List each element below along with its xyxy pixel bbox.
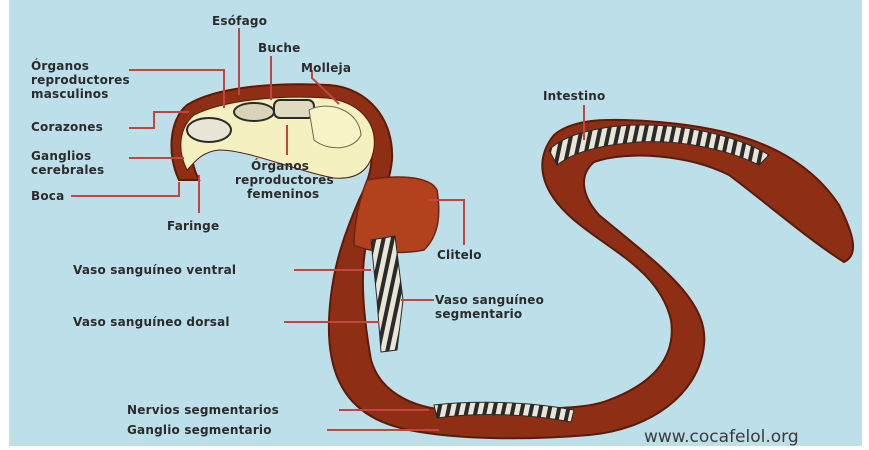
worm-body bbox=[171, 84, 853, 438]
label-nervios-segmentarios: Nervios segmentarios bbox=[127, 403, 279, 417]
label-faringe: Faringe bbox=[167, 219, 219, 233]
label-buche: Buche bbox=[258, 41, 300, 55]
leader-boca bbox=[71, 182, 179, 196]
label-vaso-dorsal: Vaso sanguíneo dorsal bbox=[73, 315, 230, 329]
label-corazones: Corazones bbox=[31, 120, 103, 134]
label-vaso-segmentario-1: Vaso sanguíneo bbox=[435, 293, 544, 307]
label-molleja: Molleja bbox=[301, 61, 351, 75]
labels: Esófago Buche Molleja Órganos reproducto… bbox=[31, 14, 605, 437]
label-organos-femeninos-3: femeninos bbox=[247, 187, 319, 201]
crop-organ bbox=[274, 100, 314, 118]
vessel-segments bbox=[371, 236, 403, 352]
label-clitelo: Clitelo bbox=[437, 248, 482, 262]
watermark: www.cocafelol.org bbox=[644, 427, 799, 446]
earthworm-anatomy-diagram: Esófago Buche Molleja Órganos reproducto… bbox=[9, 0, 862, 446]
label-vaso-ventral: Vaso sanguíneo ventral bbox=[73, 263, 236, 277]
label-organos-masculinos-2: reproductores bbox=[31, 73, 130, 87]
clitellum bbox=[354, 177, 439, 252]
label-esofago: Esófago bbox=[212, 14, 267, 28]
label-organos-masculinos-1: Órganos bbox=[31, 58, 89, 73]
heart-organ bbox=[187, 118, 231, 142]
label-ganglio-segmentario: Ganglio segmentario bbox=[127, 423, 272, 437]
diagram-frame: Esófago Buche Molleja Órganos reproducto… bbox=[9, 0, 862, 446]
label-organos-masculinos-3: masculinos bbox=[31, 87, 109, 101]
label-ganglios-2: cerebrales bbox=[31, 163, 104, 177]
label-vaso-segmentario-2: segmentario bbox=[435, 307, 522, 321]
label-organos-femeninos-2: reproductores bbox=[235, 173, 334, 187]
label-ganglios-1: Ganglios bbox=[31, 149, 91, 163]
label-intestino: Intestino bbox=[543, 89, 605, 103]
label-organos-femeninos-1: Órganos bbox=[251, 158, 309, 173]
label-boca: Boca bbox=[31, 189, 64, 203]
male-organ bbox=[234, 103, 274, 121]
